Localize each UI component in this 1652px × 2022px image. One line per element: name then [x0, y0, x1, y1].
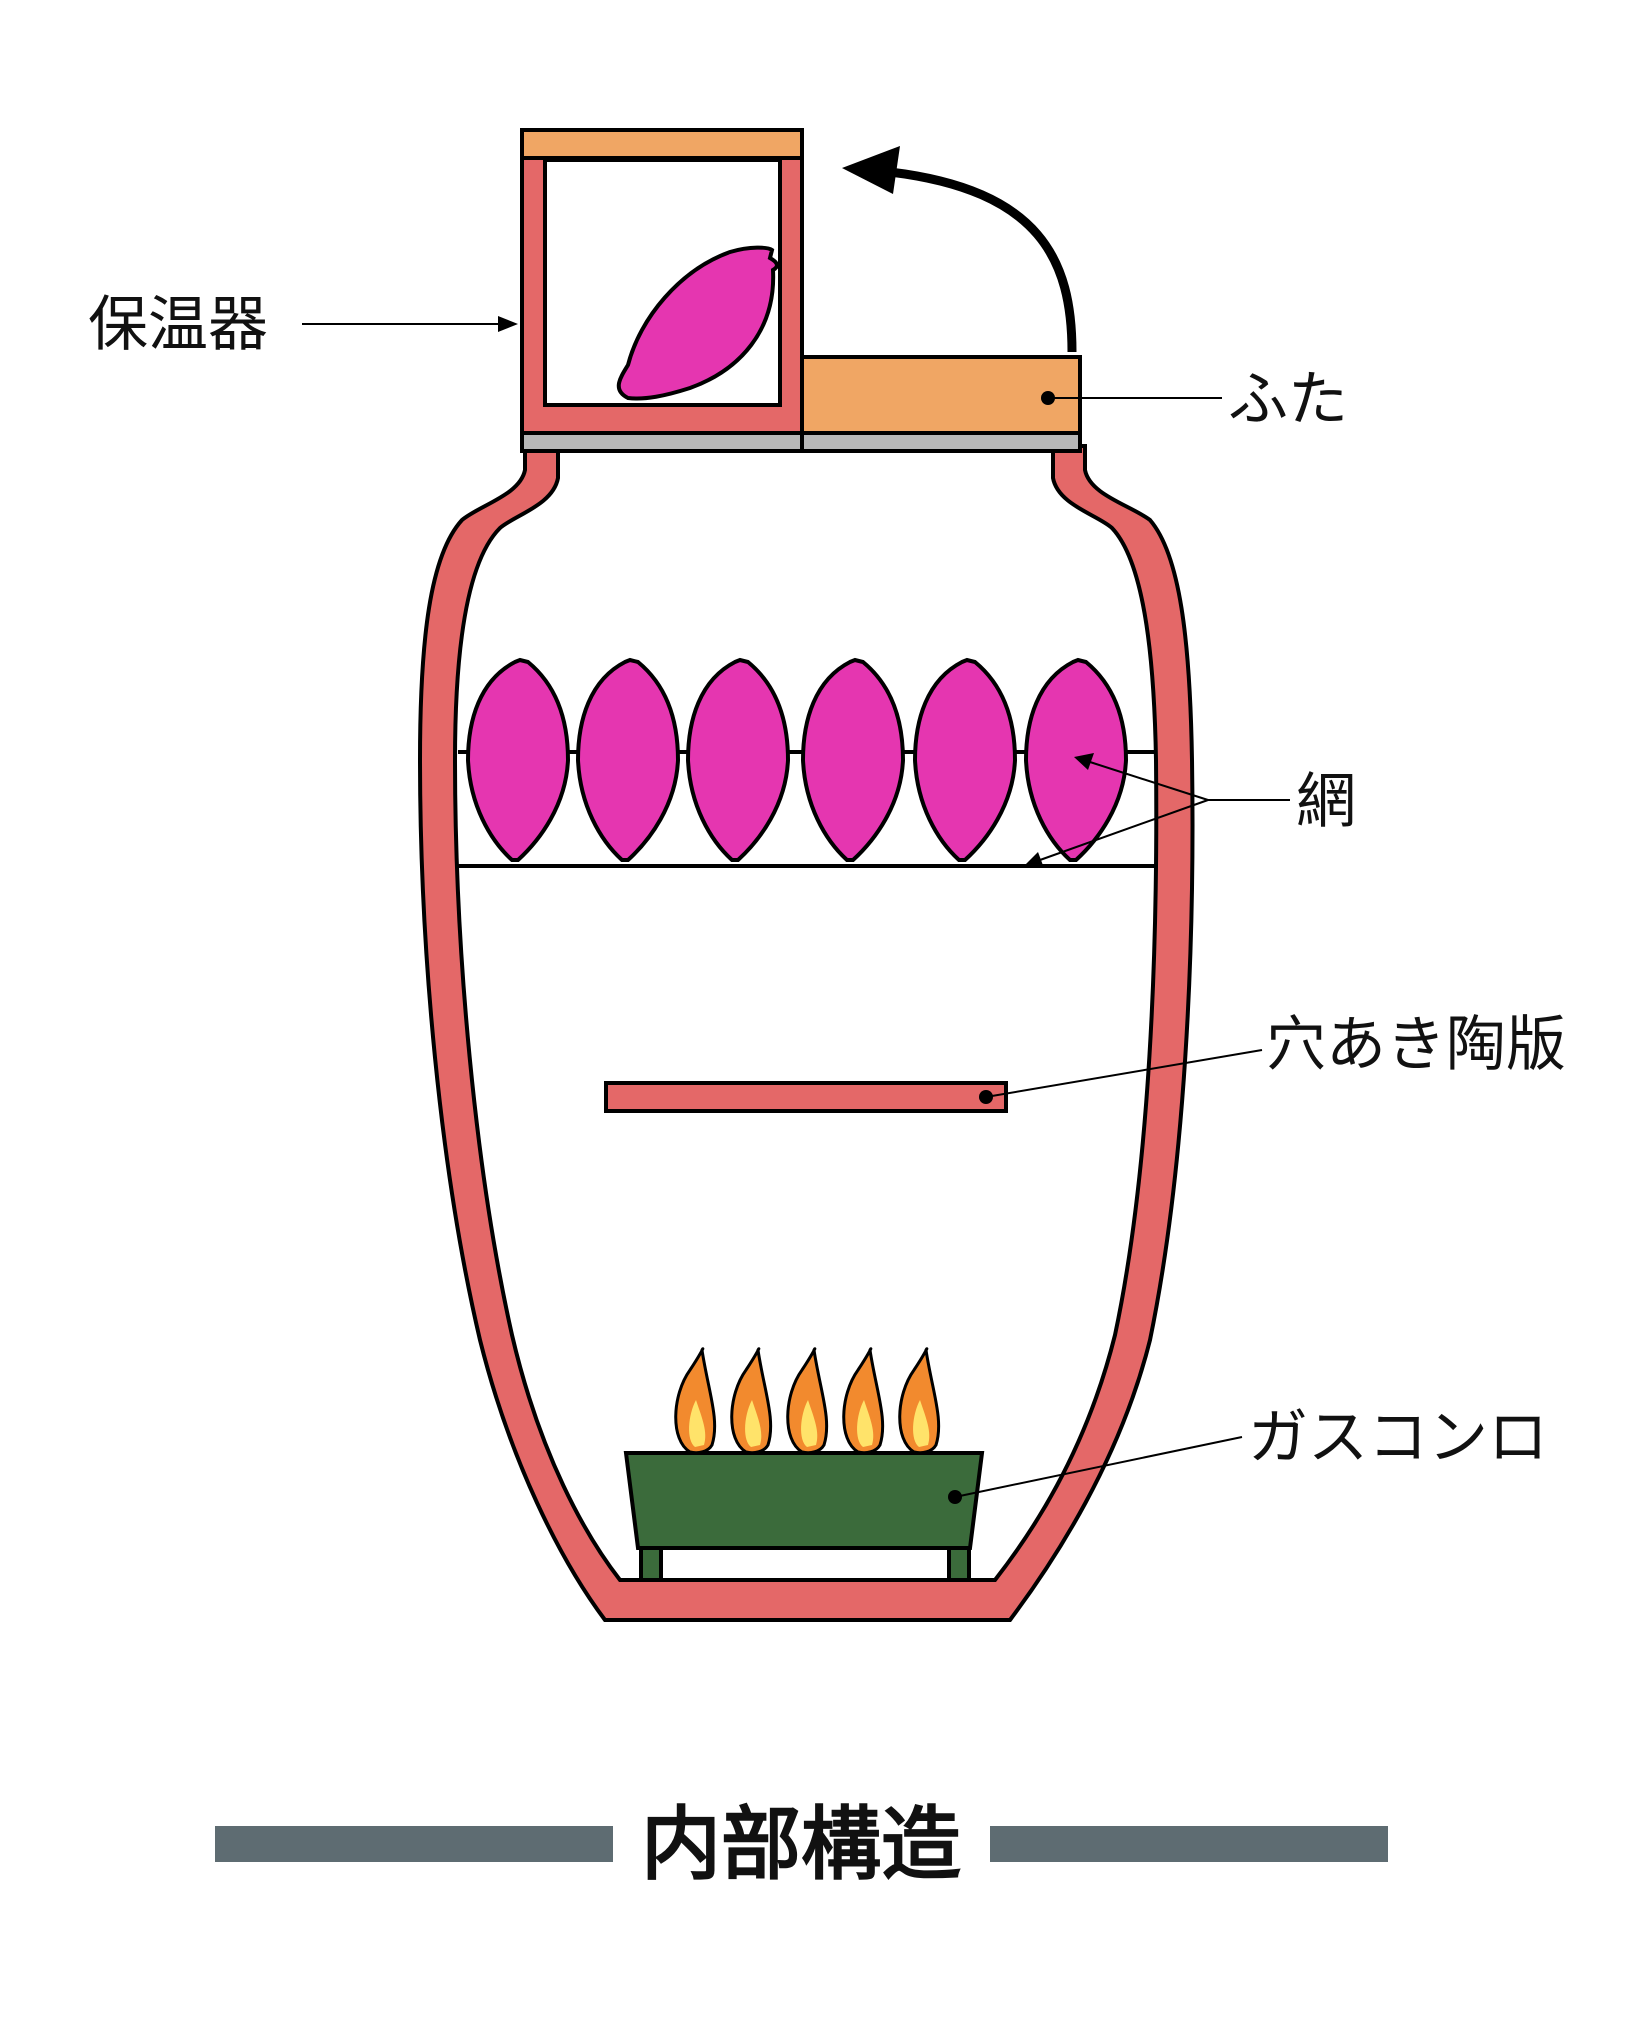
- warmer-box: [520, 128, 804, 435]
- flame: [786, 1347, 829, 1455]
- flame: [674, 1347, 717, 1455]
- diagram-title: 内部構造: [641, 1798, 961, 1891]
- flame-outer: [730, 1347, 773, 1455]
- flame-outer: [786, 1347, 829, 1455]
- flame-inner: [689, 1400, 706, 1447]
- leader-line-stove: [954, 1436, 1243, 1498]
- sweet-potato: [1023, 657, 1129, 862]
- flame: [842, 1347, 885, 1455]
- rim-right: [800, 431, 1082, 453]
- callout-lid: ふた: [1041, 365, 1348, 435]
- callout-perforated-plate: 穴あき陶版: [979, 1010, 1566, 1104]
- flame-inner: [745, 1400, 762, 1447]
- sweet-potato: [465, 657, 571, 862]
- sweet-potato: [800, 657, 906, 862]
- leader-line-plate: [985, 1049, 1263, 1098]
- warmer-sweet-potato: [616, 245, 779, 401]
- leader-arrowhead-net-upper: [1074, 753, 1094, 770]
- flame-outer: [842, 1347, 885, 1455]
- label-gas-stove: ガスコンロ: [1248, 1403, 1548, 1473]
- lid-arrow-head: [842, 146, 900, 194]
- flame: [730, 1347, 773, 1455]
- label-lid: ふた: [1228, 365, 1348, 435]
- leader-arrowhead-net-lower: [1024, 852, 1044, 868]
- stove-leg-right: [947, 1546, 971, 1582]
- lid-arrow-curve: [889, 167, 1077, 353]
- lid-arrow: [842, 146, 1077, 353]
- label-net: 網: [1296, 767, 1356, 837]
- flame-outer: [898, 1347, 941, 1455]
- stove-body: [623, 1451, 985, 1550]
- perforated-plate: [604, 1081, 1008, 1113]
- stove-leg-left: [639, 1546, 663, 1582]
- flames: [674, 1347, 941, 1455]
- pot-rim: [520, 431, 1082, 453]
- label-warmer: 保温器: [88, 290, 268, 360]
- lid: [800, 355, 1082, 435]
- title-bar-left: [215, 1826, 613, 1862]
- sweet-potato: [575, 657, 681, 862]
- warmer-top: [520, 128, 804, 160]
- flame: [898, 1347, 941, 1455]
- callout-net: 網: [1024, 753, 1356, 868]
- sweet-potato: [912, 657, 1018, 862]
- leader-line-net-lower: [1039, 799, 1209, 861]
- rim-left: [520, 431, 804, 453]
- title-block: 内部構造: [215, 1798, 1388, 1891]
- callout-warmer: 保温器: [88, 290, 518, 360]
- sweet-potato: [685, 657, 791, 862]
- leader-arrowhead-warmer: [498, 316, 518, 332]
- flame-outer: [674, 1347, 717, 1455]
- flame-inner: [801, 1400, 818, 1447]
- flame-inner: [857, 1400, 874, 1447]
- title-bar-right: [990, 1826, 1388, 1862]
- callout-gas-stove: ガスコンロ: [948, 1403, 1548, 1504]
- sweet-potatoes: [465, 657, 1129, 862]
- leader-line-net-upper: [1089, 761, 1209, 801]
- label-perforated-plate: 穴あき陶版: [1266, 1010, 1566, 1080]
- flame-inner: [913, 1400, 930, 1447]
